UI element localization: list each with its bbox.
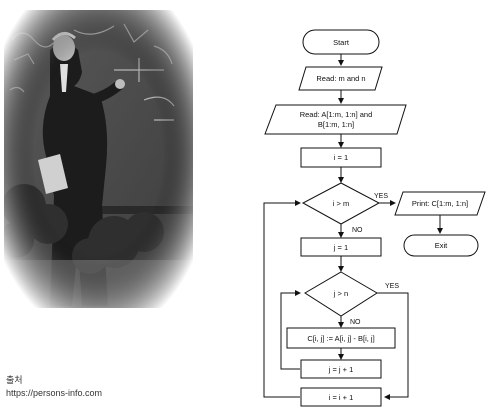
start-terminal <box>302 29 380 55</box>
yes-i-label: YES <box>374 193 388 200</box>
flowchart-diagram: Start Read: m and n Read: A[1:m, 1:n] an… <box>263 29 486 407</box>
init-i-process <box>300 147 382 168</box>
read-ab-label-2: B[1:m, 1:n] <box>318 120 354 129</box>
cond-i-decision <box>301 182 381 225</box>
inc-j-process <box>300 359 382 379</box>
photo-credit: 출처 https://persons-info.com <box>6 374 102 400</box>
yes-j-label: YES <box>385 283 399 290</box>
inc-i-label: i = i + 1 <box>329 393 354 402</box>
cond-j-label: j > n <box>333 289 348 298</box>
portrait-photo-art <box>0 10 193 308</box>
compute-process <box>286 327 396 349</box>
init-j-process <box>300 237 382 257</box>
inc-j-label: j = j + 1 <box>328 365 354 374</box>
no-i-label: NO <box>352 227 363 234</box>
portrait-photo <box>0 10 193 308</box>
read-mn-io <box>298 66 383 91</box>
cond-i-label: i > m <box>333 199 349 208</box>
read-ab-io <box>264 104 407 135</box>
init-j-label: j = 1 <box>333 243 348 252</box>
compute-label: C[i, j] := A[i, j] - B[i, j] <box>307 334 374 343</box>
inc-i-process <box>300 387 382 407</box>
print-io <box>394 191 486 216</box>
cond-j-decision <box>304 271 378 317</box>
read-mn-label: Read: m and n <box>316 74 365 83</box>
read-ab-label-1: Read: A[1:m, 1:n] and <box>300 110 373 119</box>
exit-label: Exit <box>435 241 448 250</box>
flowchart: Start Read: m and n Read: A[1:m, 1:n] an… <box>255 22 503 414</box>
init-i-label: i = 1 <box>334 153 348 162</box>
no-j-label: NO <box>350 319 361 326</box>
print-label: Print: C[1:m, 1:n] <box>412 199 468 208</box>
credit-url: https://persons-info.com <box>6 388 103 398</box>
exit-terminal <box>403 234 479 257</box>
credit-source-label: 출처 <box>6 375 23 385</box>
start-label: Start <box>333 38 350 47</box>
